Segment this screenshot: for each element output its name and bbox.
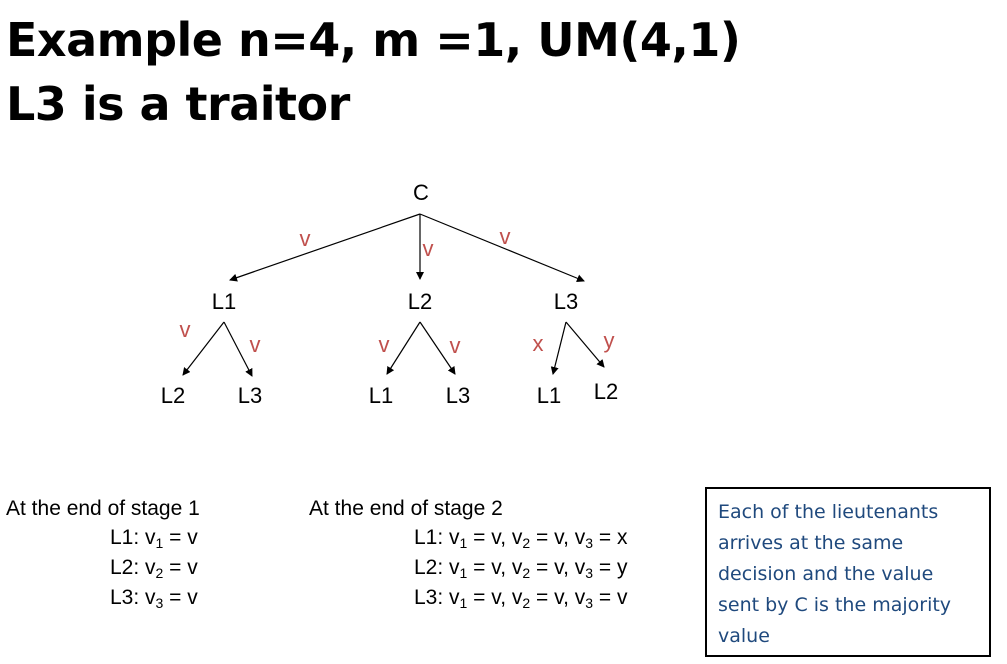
- title-line-2: L3 is a traitor: [6, 77, 350, 131]
- node-l1-child-l3: L3: [238, 383, 262, 408]
- row-value: = v: [163, 556, 198, 579]
- edge-c-l1: [229, 213, 421, 282]
- edge-l1-l3: [223, 321, 253, 377]
- node-l3-child-l1: L1: [537, 383, 561, 408]
- edge-label-l2-l1: v: [379, 332, 390, 357]
- message-tree-diagram: C L1 L2 L3 L2 L3 L1 L3 L1 L2 v v v v v v…: [161, 180, 618, 408]
- edge-c-l3: [419, 213, 585, 283]
- row-subscript: 1: [155, 535, 164, 551]
- node-l3-child-l2: L2: [594, 379, 618, 404]
- row-symbol: v: [449, 586, 460, 609]
- row-value: v: [491, 586, 501, 609]
- node-l2-child-l1: L1: [369, 383, 393, 408]
- stage-2-heading: At the end of stage 2: [309, 497, 503, 520]
- row-equals: =: [593, 556, 617, 579]
- stage-1-summary: At the end of stage 1 L1: v1 = v L2: v2 …: [6, 495, 286, 615]
- row-value: = v: [163, 586, 198, 609]
- row-symbol: v: [449, 556, 460, 579]
- edge-label-c-l3: v: [500, 224, 511, 249]
- edge-label-c-l2: v: [423, 236, 434, 261]
- stage-1-row: L2: v2 = v: [110, 554, 198, 582]
- conclusion-note-box: Each of the lieutenants arrives at the s…: [705, 487, 991, 657]
- row-subscript: 3: [155, 595, 164, 611]
- row-subscript: 3: [585, 595, 594, 611]
- edge-label-l3-l1: x: [533, 331, 544, 356]
- row-value: v: [554, 556, 564, 579]
- edge-label-l2-l3: v: [450, 333, 461, 358]
- row-value: v: [491, 556, 501, 579]
- row-separator: ,: [563, 556, 575, 579]
- row-subscript: 3: [585, 535, 594, 551]
- edge-l3-l2: [565, 321, 605, 368]
- row-equals: =: [467, 526, 492, 549]
- row-lead: L3:: [414, 586, 450, 609]
- node-l2-child-l3: L3: [446, 383, 470, 408]
- row-value: v: [616, 586, 628, 609]
- row-prefix: L2: v: [110, 556, 156, 579]
- row-symbol: v: [574, 556, 586, 579]
- row-subscript: 2: [522, 565, 531, 581]
- row-symbol: v: [574, 526, 586, 549]
- row-symbol: v: [574, 586, 586, 609]
- row-equals: =: [467, 586, 492, 609]
- stage-1-row: L1: v1 = v: [110, 524, 198, 552]
- row-symbol: v: [449, 526, 460, 549]
- edge-l2-l1: [386, 321, 421, 375]
- row-equals: =: [530, 526, 555, 549]
- edge-label-l3-l2: y: [604, 328, 615, 353]
- row-symbol: v: [511, 586, 523, 609]
- slide-title: Example n=4, m =1, UM(4,1) L3 is a trait…: [6, 8, 741, 136]
- stage-2-row: L1: v1 = v, v2 = v, v3 = x: [414, 524, 627, 552]
- row-value: = v: [163, 526, 198, 549]
- row-symbol: v: [511, 556, 523, 579]
- row-subscript: 1: [459, 595, 468, 611]
- row-equals: =: [593, 586, 617, 609]
- row-lead: L2:: [414, 556, 450, 579]
- row-value: v: [554, 526, 564, 549]
- row-symbol: v: [511, 526, 523, 549]
- row-subscript: 3: [585, 565, 594, 581]
- row-value: x: [616, 526, 628, 549]
- row-equals: =: [530, 586, 555, 609]
- stage-1-heading: At the end of stage 1: [6, 497, 200, 520]
- row-prefix: L3: v: [110, 586, 156, 609]
- edge-label-l1-l3: v: [250, 332, 261, 357]
- row-lead: L1:: [414, 526, 450, 549]
- node-l1: L1: [212, 289, 236, 314]
- stage-2-row: L3: v1 = v, v2 = v, v3 = v: [414, 584, 627, 612]
- conclusion-note-text: Each of the lieutenants arrives at the s…: [718, 501, 952, 647]
- row-equals: =: [467, 556, 492, 579]
- stage-2-summary: At the end of stage 2 L1: v1 = v, v2 = v…: [309, 495, 699, 615]
- edge-l3-l1: [550, 321, 567, 375]
- row-subscript: 1: [459, 565, 468, 581]
- edge-label-c-l1: v: [300, 226, 311, 251]
- stage-2-row: L2: v1 = v, v2 = v, v3 = y: [414, 554, 627, 582]
- row-subscript: 2: [155, 565, 164, 581]
- title-line-1: Example n=4, m =1, UM(4,1): [6, 13, 741, 67]
- row-value: v: [491, 526, 501, 549]
- node-commander: C: [413, 180, 429, 205]
- row-value: v: [554, 586, 564, 609]
- node-l2: L2: [408, 289, 432, 314]
- row-separator: ,: [500, 526, 512, 549]
- edge-l1-l2: [182, 321, 225, 376]
- row-subscript: 1: [459, 535, 468, 551]
- edge-l2-l3: [419, 321, 456, 375]
- row-value: y: [616, 556, 628, 579]
- edge-label-l1-l2: v: [180, 317, 191, 342]
- node-l3: L3: [554, 289, 578, 314]
- stage-1-row: L3: v3 = v: [110, 584, 198, 612]
- row-separator: ,: [563, 586, 575, 609]
- row-subscript: 2: [522, 595, 531, 611]
- row-separator: ,: [500, 556, 512, 579]
- row-prefix: L1: v: [110, 526, 156, 549]
- row-separator: ,: [500, 586, 512, 609]
- row-separator: ,: [563, 526, 575, 549]
- row-equals: =: [593, 526, 617, 549]
- row-subscript: 2: [522, 535, 531, 551]
- node-l1-child-l2: L2: [161, 383, 185, 408]
- row-equals: =: [530, 556, 555, 579]
